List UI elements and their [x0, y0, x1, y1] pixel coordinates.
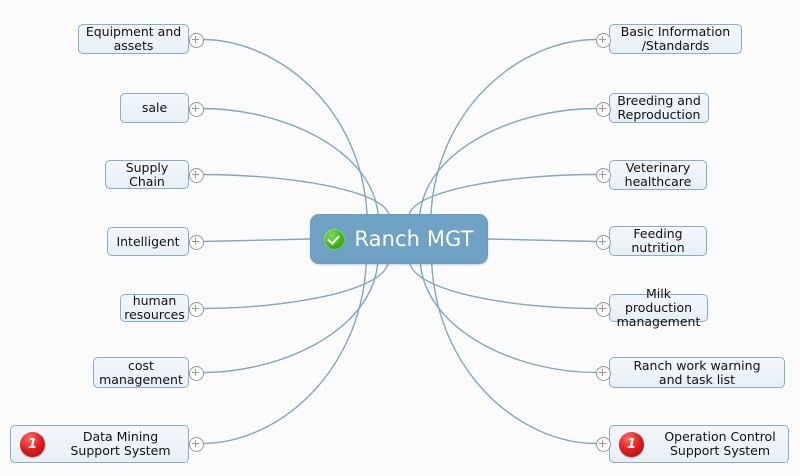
topic-node-label: cost management	[99, 357, 183, 387]
connector-line	[201, 263, 379, 374]
topic-node-data-mining-support-system[interactable]: 1 Data Mining Support System	[10, 425, 189, 463]
topic-node-breeding-and-reproduction[interactable]: Breeding and Reproduction	[609, 93, 709, 123]
priority-number-icon: 1	[20, 431, 45, 457]
priority-number-icon: 1	[619, 431, 644, 457]
expand-plus-icon[interactable]	[189, 102, 204, 117]
topic-node-label: Breeding and Reproduction	[617, 93, 701, 122]
expand-plus-icon[interactable]	[189, 437, 204, 452]
topic-node-label: Intelligent	[116, 233, 180, 249]
topic-node-milk-production-management[interactable]: Milk production management	[609, 287, 708, 329]
green-check-icon	[324, 228, 346, 250]
topic-node-feeding-nutrition[interactable]: Feeding nutrition	[609, 226, 707, 256]
topic-node-intelligent[interactable]: Intelligent	[107, 227, 189, 256]
expand-plus-icon[interactable]	[596, 235, 611, 250]
expand-plus-icon[interactable]	[596, 102, 611, 117]
expand-plus-icon[interactable]	[189, 366, 204, 381]
connector-line	[201, 107, 379, 215]
connector-line	[408, 173, 597, 215]
topic-node-label: Data Mining Support System	[70, 429, 171, 458]
topic-node-label: Equipment and assets	[85, 24, 182, 53]
connector-line	[409, 263, 597, 310]
topic-node-human-resources[interactable]: human resources	[120, 294, 189, 322]
connector-line	[487, 238, 597, 243]
connector-line	[201, 173, 390, 215]
connector-line	[419, 107, 597, 215]
expand-plus-icon[interactable]	[189, 235, 204, 250]
topic-node-label: Basic Information /Standards	[620, 24, 731, 53]
topic-node-ranch-work-warning-and-task-list[interactable]: Ranch work warning and task list	[609, 357, 785, 388]
topic-node-label: Feeding nutrition	[631, 226, 685, 255]
connector-line	[419, 263, 597, 374]
topic-node-label: Veterinary healthcare	[624, 160, 692, 189]
connector-line	[201, 263, 367, 445]
topic-node-label: Milk production management	[616, 286, 701, 329]
topic-node-label: Supply Chain	[125, 159, 169, 189]
connector-line	[201, 238, 311, 243]
connector-line	[430, 38, 597, 215]
topic-node-label: sale	[141, 100, 168, 115]
connector-line	[431, 263, 597, 445]
topic-node-equipment-and-assets[interactable]: Equipment and assets	[78, 24, 189, 54]
expand-plus-icon[interactable]	[189, 302, 204, 317]
expand-plus-icon[interactable]	[596, 33, 611, 48]
topic-node-label: Operation Control Support System	[664, 429, 776, 458]
connector-line	[201, 263, 389, 310]
expand-plus-icon[interactable]	[596, 437, 611, 452]
connector-line	[201, 38, 368, 215]
topic-node-sale[interactable]: sale	[120, 93, 189, 123]
expand-plus-icon[interactable]	[189, 168, 204, 183]
central-topic-node[interactable]: Ranch MGT	[310, 214, 488, 264]
expand-plus-icon[interactable]	[596, 366, 611, 381]
central-topic-label: Ranch MGT	[354, 227, 474, 251]
topic-node-veterinary-healthcare[interactable]: Veterinary healthcare	[609, 160, 707, 190]
topic-node-operation-control-support-system[interactable]: 1 Operation Control Support System	[609, 425, 789, 463]
topic-node-basic-information-standards[interactable]: Basic Information /Standards	[609, 24, 742, 54]
expand-plus-icon[interactable]	[596, 302, 611, 317]
topic-node-supply-chain[interactable]: Supply Chain	[105, 160, 189, 189]
topic-node-label: Ranch work warning and task list	[633, 357, 761, 387]
expand-plus-icon[interactable]	[596, 168, 611, 183]
expand-plus-icon[interactable]	[189, 33, 204, 48]
topic-node-cost-management[interactable]: cost management	[93, 357, 189, 388]
topic-node-label: human resources	[124, 293, 185, 322]
